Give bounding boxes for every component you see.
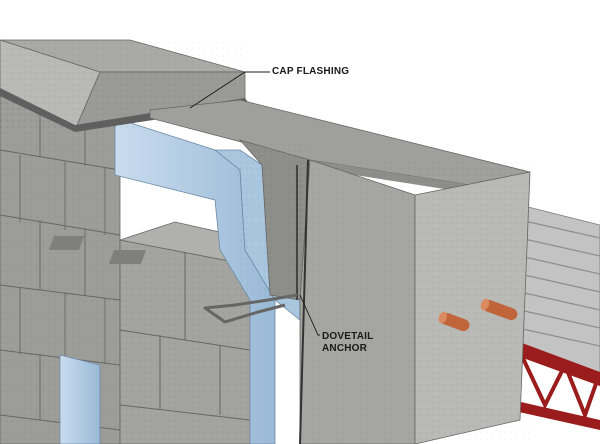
dovetail-anchor-label: DOVETAIL ANCHOR [322,331,373,355]
dowel-bars [438,298,518,332]
dovetail-label-line1: DOVETAIL [322,331,374,342]
dovetail-label-line2: ANCHOR [322,343,368,354]
concrete-wall-front [299,159,531,444]
steel-joist [510,340,600,430]
concrete-wall-side [238,139,311,301]
lower-insulation [59,354,101,444]
dovetail-anchor [203,165,298,324]
cap-flashing-leader [189,71,270,109]
cmu-front-course [49,221,302,444]
dovetail-anchor-leader [299,294,320,336]
cap-flashing-label: CAP FLASHING [272,66,350,77]
cap-flashing [0,88,250,132]
concrete-cap [0,39,246,131]
